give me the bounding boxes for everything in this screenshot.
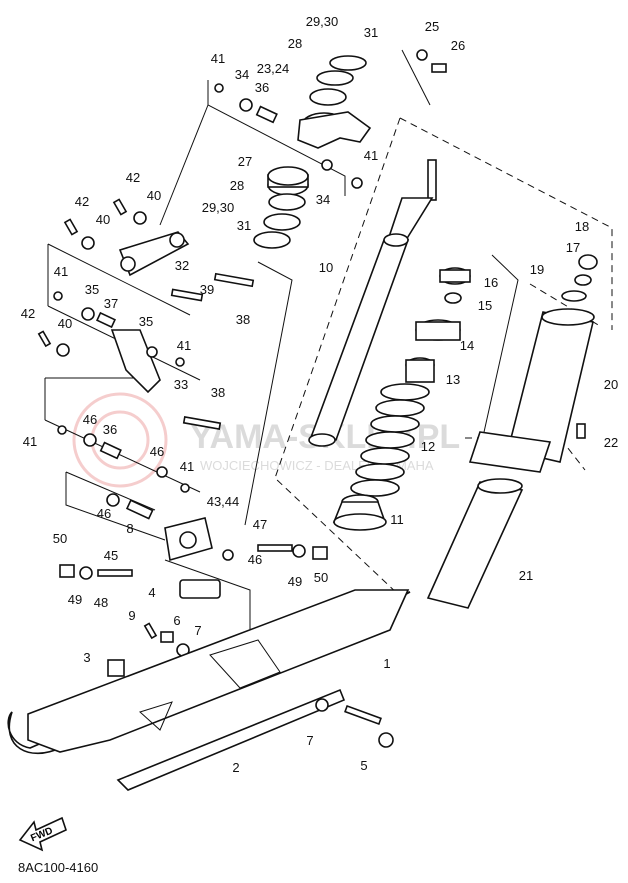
lower-pivot-parts [57,425,328,677]
callout-label: 17 [566,240,580,255]
callout-label: 34 [316,192,330,207]
callout-label: 8 [126,521,133,536]
forward-arrow-icon: FWD [18,816,67,852]
callout-label: 7 [194,623,201,638]
callout-label: 40 [96,212,110,227]
callout-label: 32 [175,258,189,273]
callout-label: 50 [53,531,67,546]
callout-label: 12 [421,439,435,454]
callout-label: 28 [230,178,244,193]
callout-label: 50 [314,570,328,585]
callout-label: 18 [575,219,589,234]
top-bushing-stack [214,49,447,189]
callout-label: 41 [211,51,225,66]
callout-label: 38 [236,312,250,327]
callout-label: 9 [128,608,135,623]
callout-label: 47 [253,517,267,532]
dashed-group-lines [274,117,613,597]
callout-label: 25 [425,19,439,34]
callout-label: 38 [211,385,225,400]
callout-label: 42 [21,306,35,321]
callout-label: 31 [364,25,378,40]
callout-label: 26 [451,38,465,53]
shock-absorber [308,159,437,447]
callout-label: 42 [75,194,89,209]
callout-label: 35 [85,282,99,297]
callout-label: 6 [173,613,180,628]
callout-label: 23,24 [257,61,290,76]
boots-and-cover [426,254,598,609]
callout-label: 7 [306,733,313,748]
callout-label: 46 [248,552,262,567]
callout-label: 40 [58,316,72,331]
callout-label: 29,30 [202,200,235,215]
catalog-code: 8AC100-4160 [18,860,99,875]
callout-label: 19 [530,262,544,277]
callout-label: 1 [383,656,390,671]
bracket-lines [44,49,519,640]
callout-label: 41 [54,264,68,279]
callout-label: 41 [364,148,378,163]
callout-label: 34 [235,67,249,82]
callout-label: 49 [68,592,82,607]
callout-label: 49 [288,574,302,589]
spring-coils [350,383,430,497]
callout-label: 16 [484,275,498,290]
callout-label: 46 [97,506,111,521]
callout-label: 37 [104,296,118,311]
callout-label: 28 [288,36,302,51]
ski [7,589,411,791]
spring-assembly [332,267,471,531]
callout-label: 41 [23,434,37,449]
callout-label: 46 [83,412,97,427]
callout-label: 14 [460,338,474,353]
callout-label: 41 [180,459,194,474]
callout-label: 41 [177,338,191,353]
callout-label: 5 [360,758,367,773]
callout-label: 15 [478,298,492,313]
callout-label: 45 [104,548,118,563]
callout-label: 36 [103,422,117,437]
callout-label: 22 [604,435,618,450]
callout-label: 27 [238,154,252,169]
callout-label: 39 [200,282,214,297]
callout-label: 35 [139,314,153,329]
callout-label: 13 [446,372,460,387]
callout-label: 48 [94,595,108,610]
callout-label: 46 [150,444,164,459]
callout-label: 29,30 [306,14,339,29]
callout-label: 11 [390,512,404,527]
callout-label: 4 [148,585,155,600]
upper-link-arm [63,198,255,302]
callout-label: 40 [147,188,161,203]
callout-label: 42 [126,170,140,185]
callout-label: 36 [255,80,269,95]
mid-link-arm [37,291,222,431]
callout-label: 10 [319,260,333,275]
callout-label: 33 [174,377,188,392]
lower-bushing-stack [253,166,309,249]
callout-label: 20 [604,377,618,392]
callout-label: 21 [519,568,533,583]
callout-label: 31 [237,218,251,233]
callout-label: 43,44 [207,494,240,509]
callout-label: 3 [83,650,90,665]
callout-label: 2 [232,760,239,775]
